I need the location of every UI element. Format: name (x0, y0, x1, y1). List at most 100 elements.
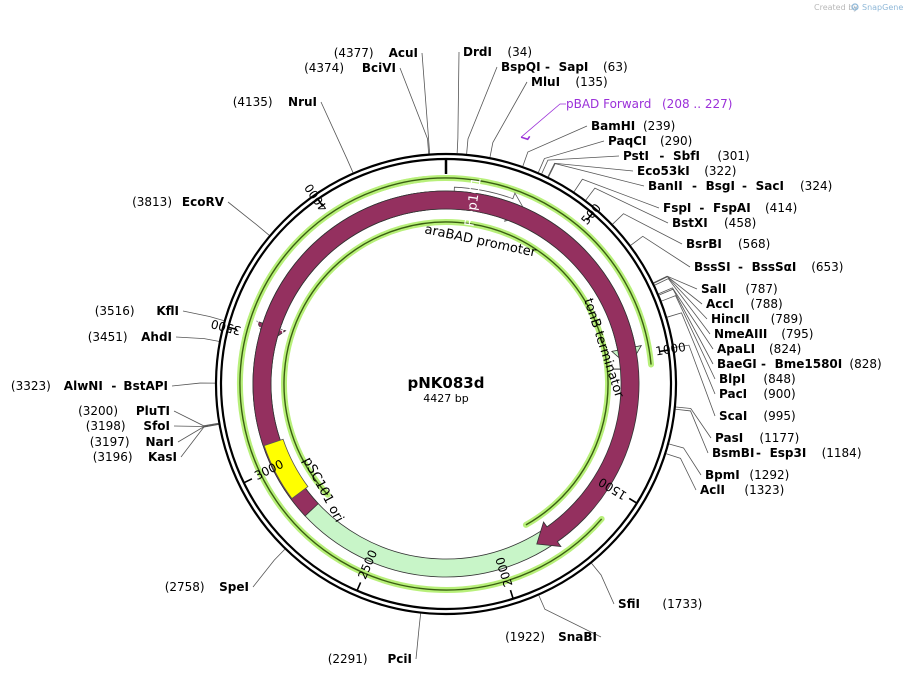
site-separator: - (738, 260, 743, 274)
site-name: Bme1580I (775, 357, 843, 371)
site-name: KflI (156, 304, 179, 318)
tick-mark (356, 582, 362, 591)
site-position: (3451) (88, 330, 128, 344)
site-position: (900) (763, 387, 795, 401)
pbad-forward-primer (520, 135, 531, 141)
site-name: SnaBI (558, 630, 597, 644)
site-position: (3323) (11, 379, 51, 393)
site-position: (1184) (822, 446, 862, 460)
site-separator: - (742, 179, 747, 193)
site-leader (659, 288, 714, 365)
site-position: (3197) (90, 435, 130, 449)
credit-text: Created by (814, 3, 858, 12)
site-name: FspI (663, 201, 691, 215)
site-separator: - (111, 379, 116, 393)
site-pasi: PasI (1177) (715, 431, 799, 445)
site-bcivi: BciVI(4374) (304, 61, 396, 75)
site-nari: NarI (3197) (90, 435, 174, 449)
site-position: (3198) (86, 419, 126, 433)
site-name: BsrBI (686, 237, 722, 251)
site-position: (2291) (328, 652, 368, 666)
site-name: BspQI (501, 60, 541, 74)
site-paci: PacI(900) (719, 387, 796, 401)
site-position: (1177) (759, 431, 799, 445)
site-spei: SpeI(2758) (165, 580, 249, 594)
site-psti: PstI-SbfI(301) (623, 149, 750, 163)
plasmid-name: pNK083d (408, 374, 485, 392)
site-acci: AccI(788) (706, 297, 783, 311)
site-snabi: SnaBI (1922) (505, 630, 597, 644)
site-name: PstI (623, 149, 649, 163)
site-name: PluTI (136, 404, 170, 418)
site-mlui: MluI(135) (531, 75, 608, 89)
site-position: (787) (745, 282, 777, 296)
site-leader (182, 310, 224, 322)
site-leader (173, 410, 219, 427)
site-leader (661, 295, 716, 380)
site-name: BaeGI (717, 357, 757, 371)
tick-mark (628, 497, 638, 504)
site-name: AlwNI (64, 379, 103, 393)
plasmid-length: 4427 bp (423, 392, 468, 405)
site-hincii: HincII(789) (711, 312, 803, 326)
rep101-arrow (252, 190, 640, 547)
site-blpi: BlpI(848) (719, 372, 796, 386)
site-position: (1733) (662, 597, 702, 611)
site-name: DrdI (463, 45, 492, 59)
site-position: (795) (781, 327, 813, 341)
site-position: (239) (643, 119, 675, 133)
site-leader (399, 67, 430, 154)
cmr-orf-line (239, 177, 652, 591)
site-name: SfoI (143, 419, 170, 433)
site-name: SpeI (219, 580, 249, 594)
site-name: BanII (648, 179, 683, 193)
site-leader (252, 549, 286, 588)
site-name: SapI (559, 60, 589, 74)
site-leader (421, 52, 431, 154)
site-leader (630, 235, 691, 268)
site-position: (290) (660, 134, 692, 148)
site-name: NarI (145, 435, 174, 449)
site-name: AhdI (141, 330, 172, 344)
site-position: (653) (811, 260, 843, 274)
site-baegi: BaeGI-Bme1580I(828) (717, 357, 882, 371)
site-name: PasI (715, 431, 743, 445)
site-position: (1292) (749, 468, 789, 482)
site-name: AcuI (389, 46, 418, 60)
site-bsrbi: BsrBI(568) (686, 237, 770, 251)
site-fspi: FspI-FspAI(414) (663, 201, 797, 215)
site-leader (667, 312, 716, 395)
rep101-orf-line (283, 221, 609, 526)
site-leader (591, 563, 615, 605)
site-position: (4377) (334, 46, 374, 60)
site-position: (135) (575, 75, 607, 89)
site-name: BamHI (591, 119, 635, 133)
site-leader (177, 423, 219, 443)
site-position: (1922) (505, 630, 545, 644)
snapgene-logo-icon (851, 3, 859, 11)
tick-mark (509, 589, 514, 599)
site-position: (824) (769, 342, 801, 356)
site-bstxi: BstXI(458) (672, 216, 756, 230)
site-alwni: BstAPI-AlwNI(3323) (11, 379, 168, 393)
site-leader (675, 406, 712, 439)
site-position: (1323) (744, 483, 784, 497)
site-name: KasI (148, 450, 177, 464)
site-name: BssSαI (752, 260, 797, 274)
site-name: Eco53kI (637, 164, 690, 178)
site-bsssi: BssSI-BssSαI(653) (694, 260, 843, 274)
site-name: SacI (756, 179, 784, 193)
site-position: (322) (704, 164, 736, 178)
site-leader (227, 201, 270, 236)
site-leader (171, 382, 216, 387)
site-bsmbi: BsmBI-Esp3I(1184) (712, 446, 862, 460)
site-drdi: DrdI (34) (463, 45, 532, 59)
site-pluti: PluTI(3200) (78, 404, 170, 418)
site-position: (34) (507, 45, 532, 59)
site-leader (653, 276, 708, 320)
backbone-outer-ring (214, 152, 678, 616)
tick-mark (659, 349, 669, 353)
site-leader (466, 66, 498, 154)
site-name: AccI (706, 297, 734, 311)
